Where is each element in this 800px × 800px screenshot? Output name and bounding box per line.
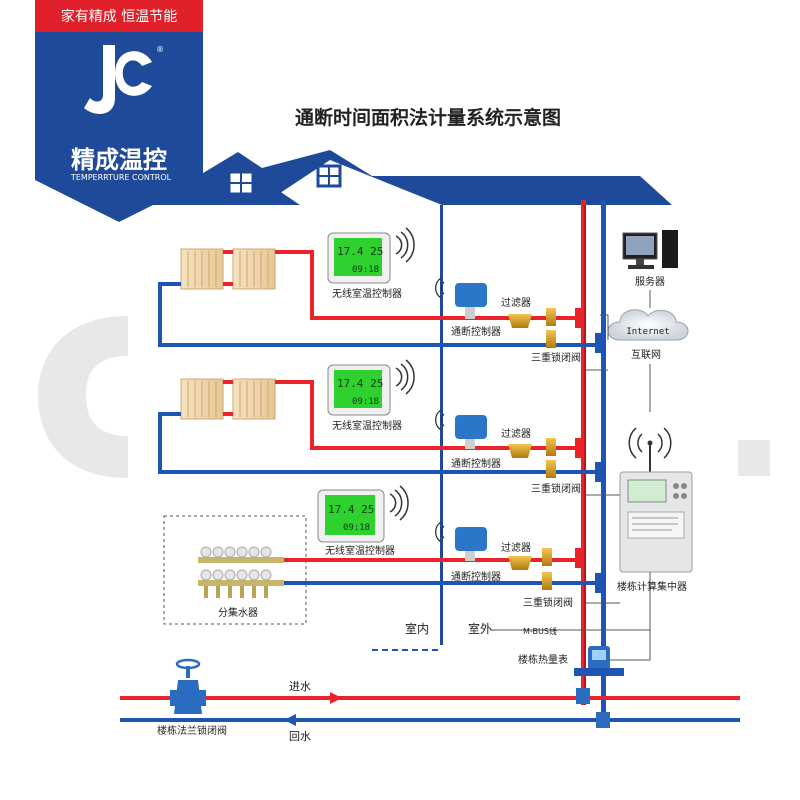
antenna-icon — [628, 427, 672, 472]
brand-badge: 家有精成 恒温节能 ® 精成温控 TEMPERRTURE CONTROL — [35, 0, 203, 222]
svg-text:分集水器: 分集水器 — [218, 606, 258, 619]
actuator — [435, 277, 487, 319]
roof-windows — [227, 164, 342, 196]
filter — [508, 444, 532, 458]
svg-text:楼栋计算集中器: 楼栋计算集中器 — [617, 580, 687, 593]
brand-logo-icon: ® — [84, 45, 164, 114]
svg-text:M-BUS线: M-BUS线 — [523, 626, 557, 636]
internet-cloud-icon: Internet — [607, 309, 689, 341]
svg-text:17.4 25: 17.4 25 — [328, 503, 374, 516]
svg-text:09:18: 09:18 — [343, 523, 370, 533]
svg-text:17.4 25: 17.4 25 — [337, 245, 383, 258]
diagram-title: 通断时间面积法计量系统示意图 — [295, 106, 561, 129]
gate-valve-icon — [170, 658, 206, 714]
radiator — [180, 248, 276, 290]
svg-text:三重锁闭阀: 三重锁闭阀 — [523, 596, 573, 609]
watermark — [38, 316, 770, 478]
svg-text:通断控制器: 通断控制器 — [451, 457, 501, 470]
svg-text:通断控制器: 通断控制器 — [451, 570, 501, 583]
floor-1: 17.4 25 09:18 无线室温控制器 通断控制器 过滤器 三重锁闭阀 — [158, 227, 601, 364]
data-links — [490, 290, 651, 661]
svg-text:无线室温控制器: 无线室温控制器 — [332, 287, 402, 300]
mains — [120, 688, 740, 728]
svg-text:无线室温控制器: 无线室温控制器 — [332, 419, 402, 432]
risers — [581, 200, 606, 725]
svg-text:17.4 25: 17.4 25 — [337, 377, 383, 390]
svg-text:过滤器: 过滤器 — [501, 541, 531, 554]
lock-valve — [542, 548, 601, 593]
thermostat: 17.4 25 09:18 — [327, 359, 415, 416]
svg-text:互联网: 互联网 — [631, 349, 661, 361]
svg-text:09:18: 09:18 — [352, 397, 379, 407]
filter — [508, 556, 532, 570]
manifold-room — [163, 515, 307, 625]
svg-text:服务器: 服务器 — [635, 275, 665, 288]
brand-slogan: 家有精成 恒温节能 — [61, 8, 177, 25]
thermostat: 17.4 25 09:18 — [317, 485, 409, 543]
brand-name-en: TEMPERRTURE CONTROL — [70, 173, 172, 182]
boundary: 室内 室外 — [372, 621, 492, 651]
svg-text:回水: 回水 — [289, 730, 311, 743]
svg-text:室外: 室外 — [468, 621, 492, 636]
svg-text:室内: 室内 — [405, 621, 429, 636]
svg-text:三重锁闭阀: 三重锁闭阀 — [531, 482, 581, 495]
svg-text:无线室温控制器: 无线室温控制器 — [325, 544, 395, 557]
svg-text:过滤器: 过滤器 — [501, 427, 531, 440]
lock-valve — [546, 438, 601, 482]
brand-name: 精成温控 — [71, 146, 167, 174]
actuator — [435, 409, 487, 449]
svg-text:09:18: 09:18 — [352, 265, 379, 275]
concentrator — [619, 471, 693, 573]
svg-text:楼栋法兰锁闭阀: 楼栋法兰锁闭阀 — [157, 724, 227, 737]
server-icon — [622, 230, 678, 269]
svg-text:楼栋热量表: 楼栋热量表 — [518, 653, 568, 666]
floor-3: 分集水器 17.4 25 09:18 无线室温控制器 通断控制器 过滤器 三重锁… — [163, 485, 601, 625]
svg-text:Internet: Internet — [626, 327, 669, 337]
svg-text:过滤器: 过滤器 — [501, 296, 531, 309]
thermostat: 17.4 25 09:18 — [327, 227, 415, 284]
manifold — [198, 546, 284, 598]
brand-registered: ® — [156, 45, 164, 54]
floor-2: 17.4 25 09:18 无线室温控制器 通断控制器 过滤器 三重锁闭阀 — [158, 359, 601, 495]
heat-meter — [574, 646, 624, 676]
svg-text:通断控制器: 通断控制器 — [451, 325, 501, 338]
svg-text:进水: 进水 — [289, 680, 311, 693]
radiator — [180, 378, 276, 420]
filter — [508, 314, 532, 328]
svg-text:三重锁闭阀: 三重锁闭阀 — [531, 351, 581, 364]
actuator — [435, 521, 487, 561]
lock-valve — [546, 308, 601, 353]
